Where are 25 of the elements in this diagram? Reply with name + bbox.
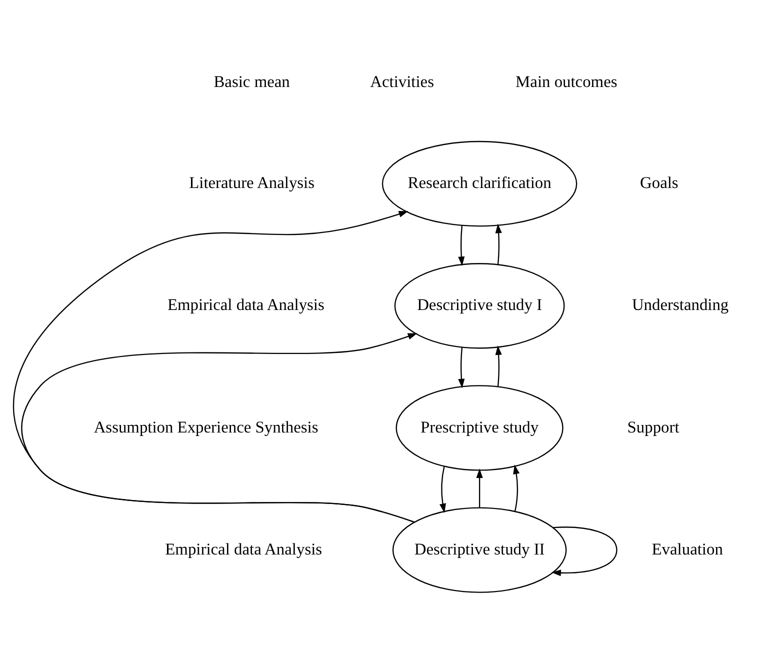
node-ellipse: Descriptive study I [394, 263, 565, 349]
arrow [13, 210, 414, 523]
label: Evaluation [652, 539, 723, 558]
arrow [458, 225, 465, 266]
label: Goals [640, 173, 678, 192]
arrow [495, 345, 502, 387]
arrow [476, 468, 483, 508]
node-ellipse: Descriptive study II [392, 507, 567, 593]
label: Understanding [632, 295, 729, 314]
node-ellipse: Research clarification [382, 140, 578, 227]
label: Basic mean [214, 72, 290, 92]
label: Activities [370, 72, 434, 92]
arrow [458, 347, 465, 388]
arrow [552, 526, 618, 576]
label: Main outcomes [516, 72, 618, 92]
label: Empirical data Analysis [165, 539, 322, 558]
arrow [440, 466, 446, 513]
label: Empirical data Analysis [168, 295, 324, 314]
arrow [21, 333, 418, 523]
arrow [495, 224, 502, 265]
label: Literature Analysis [189, 173, 315, 192]
label: Support [627, 417, 680, 436]
node-ellipse: Prescriptive study [396, 385, 564, 471]
label: Assumption Experience Synthesis [94, 417, 318, 436]
arrow [513, 464, 520, 512]
